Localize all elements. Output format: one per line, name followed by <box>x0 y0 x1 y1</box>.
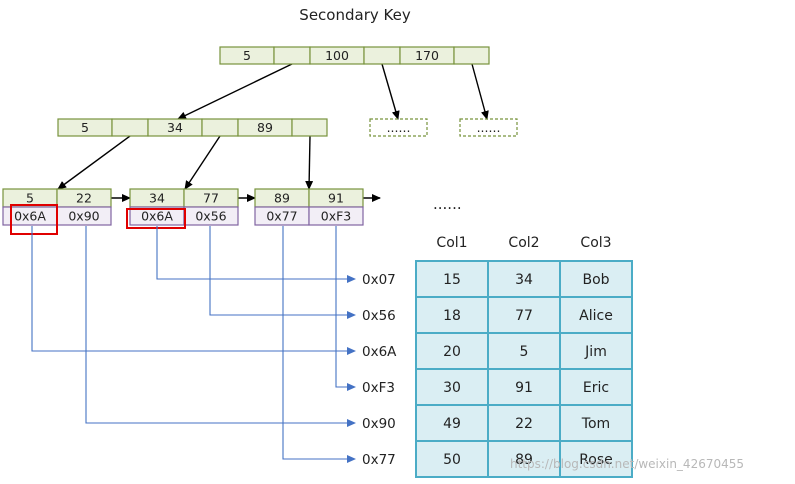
row-address: 0x90 <box>362 416 396 432</box>
pointer-link <box>282 226 356 463</box>
pointer-link <box>31 226 356 355</box>
table-cell-value: 34 <box>515 272 533 288</box>
tree-arrow <box>305 135 314 190</box>
table-header: Col3 <box>580 235 611 251</box>
table-cell-value: 49 <box>443 416 461 432</box>
leaf-key-label: 34 <box>149 191 165 206</box>
root-key-label: 5 <box>243 48 251 63</box>
root-pointer-slot-cell <box>273 46 311 65</box>
level2-pointer-slot-cell <box>291 118 328 137</box>
table-cell <box>415 296 489 334</box>
table-cell-value: Alice <box>579 308 613 324</box>
table-cell-value: 77 <box>515 308 533 324</box>
table-cell-value: Tom <box>581 416 610 432</box>
table-cell <box>559 260 633 298</box>
leaf-key-label: 22 <box>76 191 92 206</box>
ellipsis-node-label: ...... <box>387 120 411 135</box>
leaf-pointer-label: 0x77 <box>266 209 297 224</box>
leaf-pointer-label: 0x90 <box>68 209 99 224</box>
table-cell-value: Rose <box>579 452 613 468</box>
root-key-label: 170 <box>415 48 439 63</box>
level2-key-label: 5 <box>81 120 89 135</box>
tree-edges <box>57 63 489 202</box>
leaf-pointer-label: 0x6A <box>14 209 46 224</box>
pointer-links: 0x07 0x56 0x6A 0xF3 0x90 0x77 <box>31 226 397 468</box>
tree-arrow <box>471 63 489 120</box>
table-header: Col1 <box>436 235 467 251</box>
table-cell-value: 50 <box>443 452 461 468</box>
table-header: Col2 <box>508 235 539 251</box>
table-cell <box>415 440 489 478</box>
table-cell-value: 15 <box>443 272 461 288</box>
table-cell <box>487 260 561 298</box>
level2-key-label: 34 <box>167 120 183 135</box>
ellipsis-node-cell <box>459 118 518 137</box>
highlight-box <box>126 208 186 229</box>
root-pointer-slot-cell <box>363 46 401 65</box>
table-cell-value: 22 <box>515 416 533 432</box>
ellipsis-node-label: ...... <box>477 120 501 135</box>
pointer-link <box>85 226 356 427</box>
root-pointer-slot-cell <box>453 46 490 65</box>
row-address: 0xF3 <box>362 380 395 396</box>
leaf-key-label: 77 <box>203 191 219 206</box>
more-ellipsis: ...... <box>433 195 462 213</box>
tree-nodes: 5 100 170 5 34 89............ 5 22 0x6A 0x90 34 77 0… <box>2 46 518 235</box>
pointer-link <box>209 226 356 319</box>
row-address: 0x07 <box>362 272 396 288</box>
row-address: 0x77 <box>362 452 396 468</box>
leaf-pointer-label: 0xF3 <box>321 209 352 224</box>
table-cell-value: 89 <box>515 452 533 468</box>
level2-pointer-slot-cell <box>201 118 239 137</box>
leaf-key-label: 89 <box>274 191 290 206</box>
table-cell-value: 20 <box>443 344 461 360</box>
table-cell-value: 91 <box>515 380 533 396</box>
table-cell <box>559 440 633 478</box>
table-cell-value: Eric <box>583 380 609 396</box>
leaf-pointer-cell <box>308 206 364 226</box>
watermark: https://blog.csdn.net/weixin_42670455 <box>510 457 745 471</box>
row-address: 0x6A <box>362 344 397 360</box>
tree-arrow <box>184 135 221 190</box>
table-cell <box>559 404 633 442</box>
pointer-link <box>335 226 356 391</box>
row-address: 0x56 <box>362 308 396 324</box>
root-key-label: 100 <box>325 48 349 63</box>
data-table: Col1 Col2 Col3 15 34 Bob 18 77 Alice 20 5 Jim 30 91 Er… <box>415 235 633 478</box>
tree-arrow <box>381 63 400 120</box>
diagram-title: Secondary Key <box>299 6 411 24</box>
tree-arrow <box>57 135 131 190</box>
table-cell-value: 30 <box>443 380 461 396</box>
leaf-pointer-label: 0x56 <box>195 209 226 224</box>
tree-arrow <box>177 63 293 120</box>
leaf-key-label: 5 <box>26 191 34 206</box>
table-cell-value: 18 <box>443 308 461 324</box>
table-cell-value: Jim <box>584 344 607 360</box>
table-cell-value: 5 <box>520 344 529 360</box>
table-cell-value: Bob <box>582 272 609 288</box>
ellipsis-node-cell <box>369 118 428 137</box>
level2-pointer-slot-cell <box>111 118 149 137</box>
pointer-link <box>156 226 356 283</box>
level2-key-label: 89 <box>257 120 273 135</box>
leaf-pointer-label: 0x6A <box>141 209 173 224</box>
highlight-box <box>10 204 58 235</box>
table-cell <box>559 368 633 406</box>
leaf-key-label: 91 <box>328 191 344 206</box>
